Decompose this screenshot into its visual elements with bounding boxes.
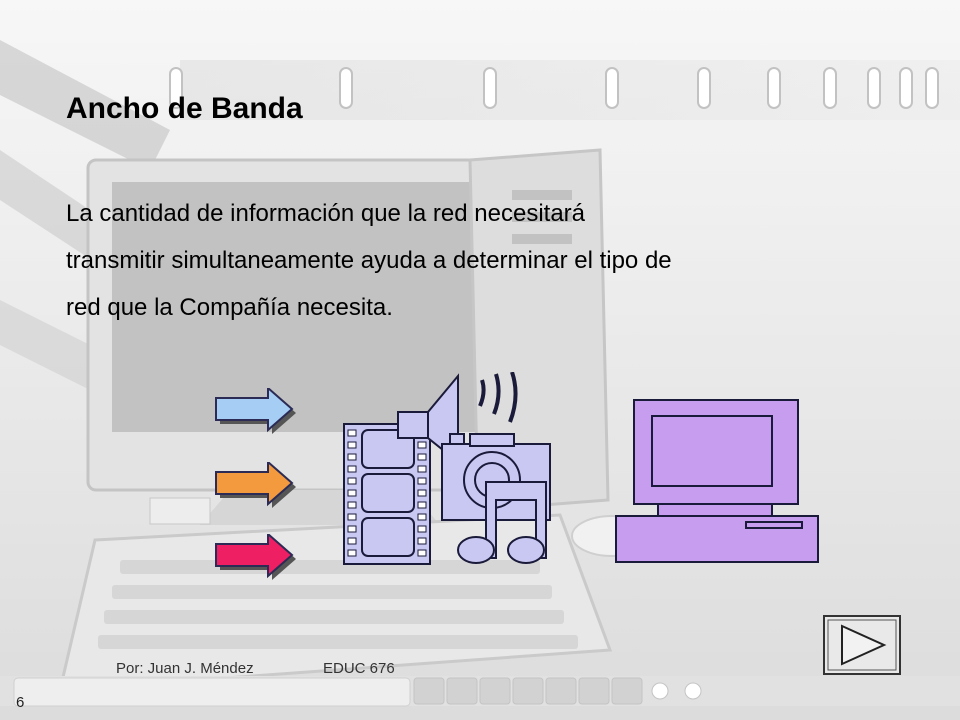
slide-body: La cantidad de información que la red ne… bbox=[66, 190, 896, 331]
next-slide-button[interactable] bbox=[822, 614, 902, 676]
play-next-icon bbox=[841, 624, 887, 666]
footer-course: EDUC 676 bbox=[323, 660, 395, 677]
arrow-right-icon bbox=[215, 388, 296, 434]
arrow-fill-blue bbox=[215, 388, 294, 433]
music-note-icon bbox=[457, 481, 547, 564]
arrow-right-icon bbox=[215, 534, 296, 580]
arrow-fill-orange bbox=[215, 462, 294, 507]
footer-author: Por: Juan J. Méndez bbox=[116, 660, 254, 677]
film-strip-icon bbox=[343, 423, 431, 565]
arrow-fill-pink bbox=[215, 534, 294, 579]
arrow-right-icon bbox=[215, 462, 296, 508]
multimedia-icon-group bbox=[343, 372, 551, 565]
computer-icon bbox=[615, 399, 819, 563]
body-line-1: La cantidad de información que la red ne… bbox=[66, 200, 585, 227]
body-line-3: red que la Compañía necesita. bbox=[66, 294, 393, 321]
page-number: 6 bbox=[16, 694, 25, 711]
slide-title: Ancho de Banda bbox=[66, 92, 303, 125]
body-line-2: transmitir simultaneamente ayuda a deter… bbox=[66, 247, 672, 274]
